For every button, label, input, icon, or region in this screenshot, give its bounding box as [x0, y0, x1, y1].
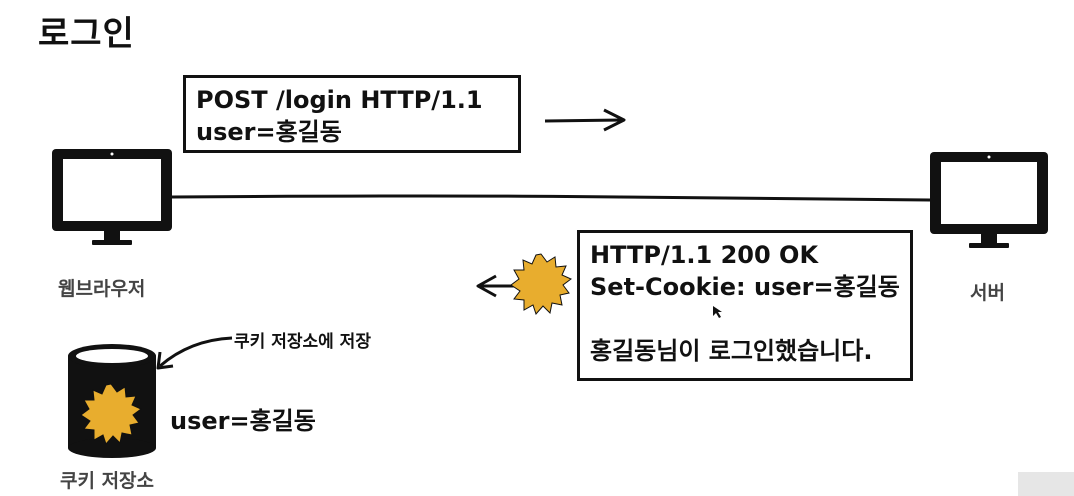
stored-cookie-icon — [80, 383, 142, 445]
curved-arrow-icon — [156, 336, 233, 370]
stored-cookie-value: user=홍길동 — [170, 407, 316, 435]
server-label: 서버 — [970, 282, 1005, 304]
arrow-right-icon — [544, 108, 626, 132]
response-set-cookie-header: Set-Cookie: user=홍길동 — [590, 273, 900, 301]
request-body: user=홍길동 — [196, 118, 342, 146]
cookie-icon — [510, 253, 572, 315]
connection-line — [171, 194, 931, 202]
response-status-line: HTTP/1.1 200 OK — [590, 241, 819, 269]
response-body: 홍길동님이 로그인했습니다. — [590, 337, 873, 365]
cookie-store-note: 쿠키 저장소에 저장 — [234, 332, 371, 352]
corner-thumbnail — [1018, 472, 1074, 496]
server-monitor-icon — [930, 152, 1048, 248]
request-message-box: POST /login HTTP/1.1 user=홍길동 — [183, 75, 521, 153]
client-label: 웹브라우저 — [58, 278, 146, 300]
client-monitor-icon — [52, 149, 172, 245]
page-title: 로그인 — [38, 14, 135, 54]
cursor-icon — [713, 306, 722, 318]
response-message-box: HTTP/1.1 200 OK Set-Cookie: user=홍길동 홍길동… — [577, 230, 913, 381]
request-line: POST /login HTTP/1.1 — [196, 86, 483, 114]
cookie-store-label: 쿠키 저장소 — [60, 470, 155, 492]
